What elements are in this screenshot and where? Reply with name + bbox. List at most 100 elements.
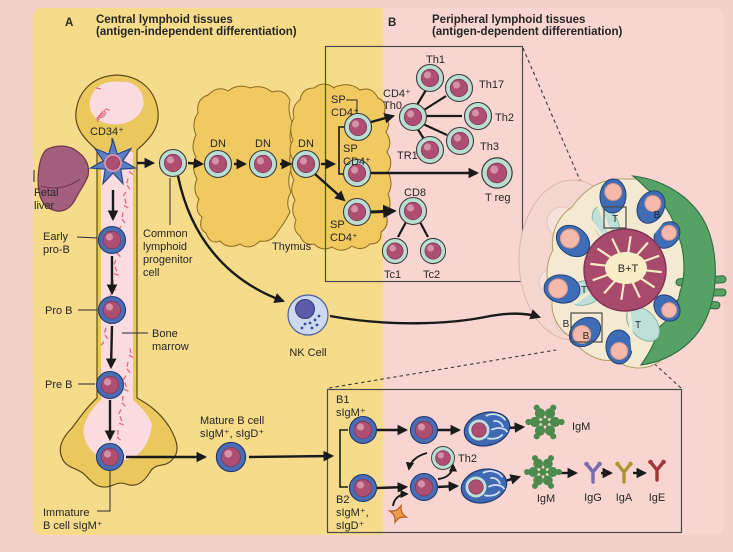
th2-label: Th2 [495, 112, 514, 124]
node-center-label: B+T [618, 263, 639, 275]
bone-marrow-label-1: Bone [152, 328, 178, 340]
dn-cell [291, 149, 321, 179]
fetal-liver-label-1: Fetal [34, 187, 58, 199]
panel-a-title: Central lymphoid tissues [96, 14, 233, 26]
marrow-texture-dash [121, 402, 126, 407]
marrow-texture-dash [100, 110, 104, 116]
marrow-texture-dash [113, 259, 117, 265]
common-lymphoid-progenitor-cell [158, 148, 188, 178]
node-b-top-label: B [654, 210, 661, 221]
sp-cd4-cell [342, 197, 372, 227]
panel-b-title: Peripheral lymphoid tissues [432, 14, 585, 26]
marrow-texture-dash [121, 395, 124, 401]
nk-granules [300, 314, 321, 330]
b-follicle [605, 329, 633, 365]
marrow-texture-dash [122, 375, 127, 381]
lymph-node-illustration: B+T T B T B B T [518, 175, 727, 369]
th3-cell [445, 126, 475, 156]
b1-label-2: sIgM⁺ [336, 407, 366, 419]
immature-b-label-2: B cell sIgM⁺ [43, 520, 103, 532]
immature-b-label-1: Immature [43, 507, 89, 519]
sp-cd4-bottom-label-1: SP [330, 219, 345, 231]
marrow-texture-dash [126, 184, 131, 190]
th2-helper-label: Th2 [458, 453, 477, 465]
node-b-region-box [570, 312, 603, 343]
th1-label: Th1 [426, 54, 445, 66]
tr1-label: TR1 [397, 150, 418, 162]
panel-b-letter: B [388, 17, 396, 29]
marrow-texture-dash [126, 178, 129, 184]
panel-a-letter: A [65, 17, 73, 29]
tc1-label: Tc1 [384, 269, 401, 281]
marrow-texture-dash [123, 205, 129, 209]
marrow-texture-dash [118, 422, 124, 426]
early-pro-b-label-2: pro-B [43, 244, 70, 256]
mature-b-label-2: sIgM⁺, sIgD⁺ [200, 428, 264, 440]
b-follicle [653, 221, 681, 249]
pre-b-label: Pre B [45, 379, 73, 391]
marrow-texture-dash [124, 382, 127, 388]
marrow-texture-dash [123, 388, 129, 392]
leader-lines [33, 99, 358, 512]
ige-label: IgE [649, 492, 666, 504]
nk-cell-label: NK Cell [289, 347, 326, 359]
marrow-texture-dash [116, 436, 122, 441]
marrow-texture-dash [96, 116, 99, 122]
b-follicle [543, 274, 581, 304]
node-t-bottom-label: T [635, 320, 641, 331]
dn-cell [248, 149, 278, 179]
pro-b-cell [97, 295, 127, 325]
cd4-th0-label-1: CD4⁺ [383, 88, 411, 100]
marrow-texture-dash [113, 272, 119, 276]
mature-b-cell [215, 441, 247, 473]
iga-label: IgA [616, 492, 633, 504]
b2-cell [348, 473, 378, 503]
mature-b-label-1: Mature B cell [200, 415, 264, 427]
fetal-liver-illustration [37, 145, 90, 212]
cd34-stem-cell [88, 137, 138, 186]
marrow-texture-dash [126, 368, 131, 374]
marrow-texture-dash [100, 341, 105, 346]
marrow-texture-dash [128, 354, 134, 359]
th17-cell [444, 73, 474, 103]
b1-label-1: B1 [336, 394, 349, 406]
dn-label-1: DN [210, 138, 226, 150]
node-b-outer-label: B [563, 319, 570, 330]
node-t-region-box [603, 206, 627, 229]
marrow-texture-dash [126, 361, 129, 367]
thymus-label: Thymus [272, 241, 312, 253]
dn-cell [203, 149, 233, 179]
marrow-texture-dash [103, 109, 107, 115]
node-t-left-label: T [581, 285, 587, 296]
igm-bottom-label: IgM [537, 493, 555, 505]
early-pro-b-cell [97, 225, 127, 255]
marrow-texture-dash [119, 416, 123, 422]
th2-cell [463, 101, 493, 131]
early-pro-b-label-1: Early [43, 231, 69, 243]
tc2-label: Tc2 [423, 269, 440, 281]
sp-cd4-bottom-label-2: CD4⁺ [330, 232, 358, 244]
cd8-cell [398, 196, 428, 226]
b2-label-2: sIgM⁺, [336, 507, 369, 519]
sp-cd4-top-label-1: SP [331, 94, 346, 106]
cd4-th0-label-2: Th0 [383, 100, 402, 112]
b2-label-1: B2 [336, 494, 349, 506]
pro-b-label: Pro B [45, 305, 73, 317]
marrow-texture-dash [121, 218, 126, 224]
marrow-texture-dash [129, 348, 132, 354]
marrow-texture-dash [118, 409, 122, 415]
th2-helper-cell [431, 446, 455, 470]
nk-cell [287, 294, 329, 336]
marrow-texture-dash [117, 429, 119, 435]
dn-label-3: DN [298, 138, 314, 150]
clp-label-1: Common [143, 228, 188, 240]
marrow-texture-dash [98, 114, 100, 120]
fetal-liver-label-2: liver [34, 200, 55, 212]
tr1-cell [415, 135, 445, 165]
clp-label-4: cell [143, 267, 160, 279]
marrow-texture-dash [104, 334, 109, 340]
b-follicle [555, 224, 591, 258]
dn-label-2: DN [255, 138, 271, 150]
